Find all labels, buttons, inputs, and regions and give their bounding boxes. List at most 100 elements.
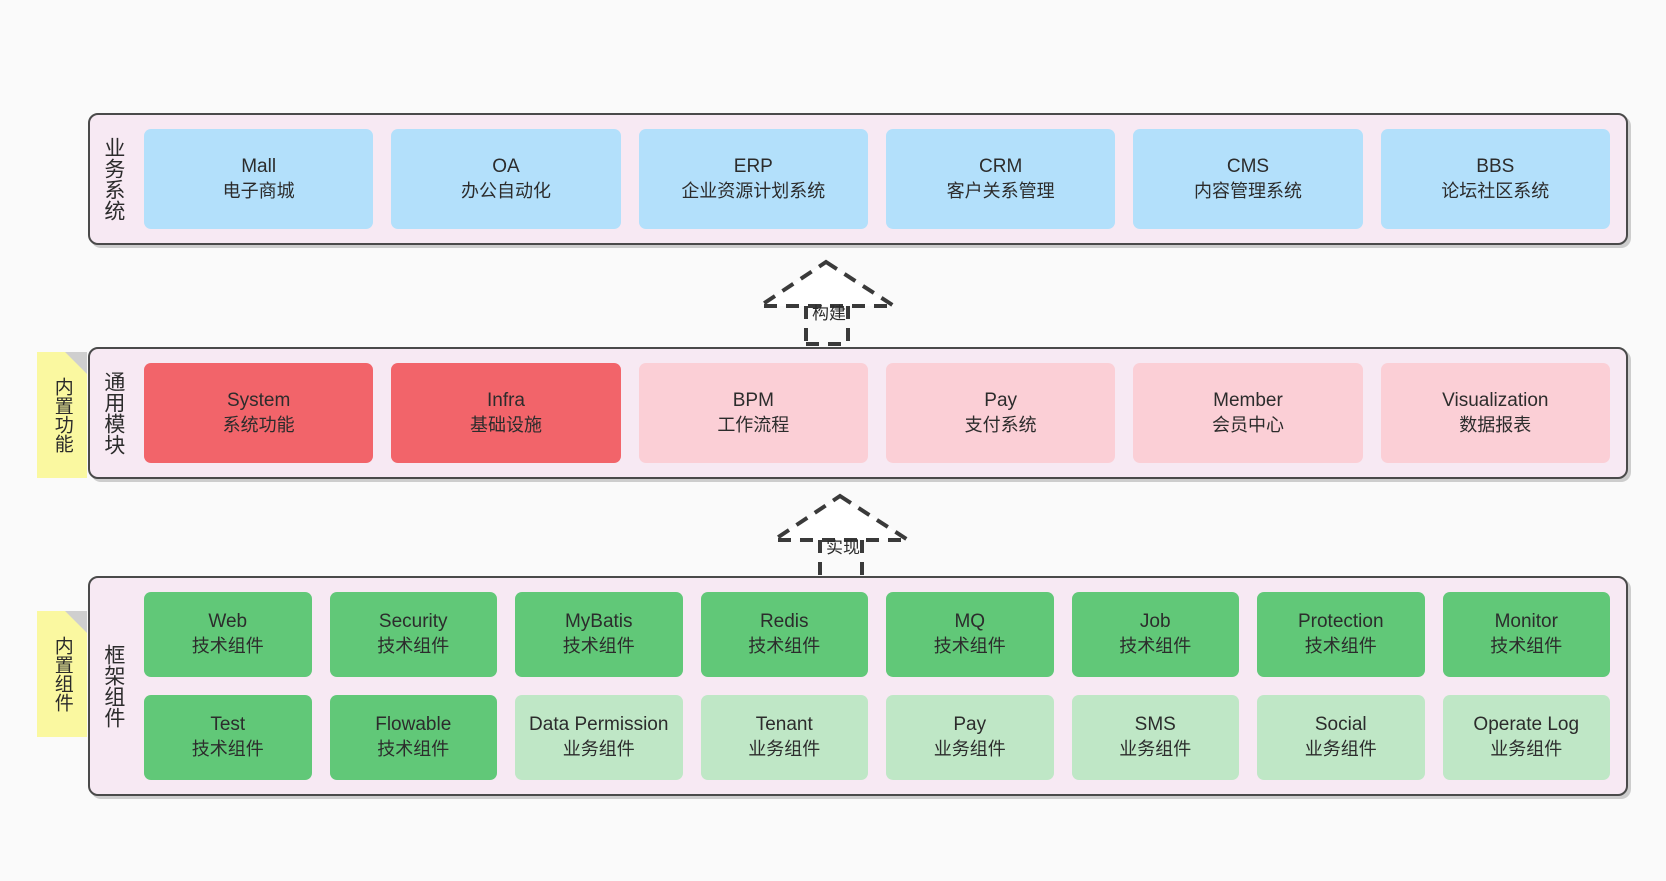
module-box-protection[interactable]: Protection 技术组件	[1257, 592, 1425, 677]
module-name: Operate Log	[1473, 714, 1580, 736]
layer-boxes-framework-components: Web 技术组件 Security 技术组件 MyBatis 技术组件 Redi…	[136, 578, 1626, 794]
module-box-sms[interactable]: SMS 业务组件	[1071, 695, 1239, 780]
module-name: OA	[492, 155, 520, 177]
box-row: Web 技术组件 Security 技术组件 MyBatis 技术组件 Redi…	[144, 592, 1610, 677]
box-row: Mall 电子商城 OA 办公自动化 ERP 企业资源计划系统 CRM 客户关系…	[144, 129, 1610, 229]
module-subtitle: 业务组件	[1119, 739, 1192, 760]
module-subtitle: 业务组件	[1490, 739, 1563, 760]
module-box-mall[interactable]: Mall 电子商城	[144, 129, 374, 229]
module-box-tenant[interactable]: Tenant 业务组件	[700, 695, 868, 780]
module-box-job[interactable]: Job 技术组件	[1071, 592, 1239, 677]
layer-title-framework-components: 框架组件	[101, 644, 125, 728]
module-subtitle: 业务组件	[748, 739, 821, 760]
module-subtitle: 技术组件	[1490, 636, 1563, 657]
layer-common-modules: 通用模块 System 系统功能 Infra 基础设施 BPM 工作流程 Pay…	[88, 347, 1628, 479]
module-box-monitor[interactable]: Monitor 技术组件	[1442, 592, 1610, 677]
module-box-infra[interactable]: Infra 基础设施	[391, 363, 621, 463]
module-subtitle: 技术组件	[1119, 636, 1192, 657]
module-subtitle: 技术组件	[377, 739, 450, 760]
module-subtitle: 技术组件	[191, 636, 264, 657]
module-name: Job	[1139, 611, 1171, 633]
module-name: Security	[378, 611, 448, 633]
module-box-bbs[interactable]: BBS 论坛社区系统	[1380, 129, 1610, 229]
module-name: CRM	[979, 155, 1023, 177]
note-text: 内置功能	[51, 377, 73, 453]
box-row: Test 技术组件 Flowable 技术组件 Data Permission …	[144, 695, 1610, 780]
module-subtitle: 系统功能	[222, 414, 295, 435]
module-subtitle: 业务组件	[933, 739, 1006, 760]
note-fold-corner-icon	[65, 352, 87, 374]
module-box-cms[interactable]: CMS 内容管理系统	[1133, 129, 1363, 229]
module-box-security[interactable]: Security 技术组件	[329, 592, 497, 677]
module-box-member[interactable]: Member 会员中心	[1133, 363, 1363, 463]
module-subtitle: 技术组件	[562, 636, 635, 657]
layer-framework-components: 框架组件 Web 技术组件 Security 技术组件 MyBatis 技术组件…	[88, 576, 1628, 796]
module-name: Pay	[984, 389, 1018, 411]
connector-build: 构建	[753, 258, 901, 346]
module-box-data-permission[interactable]: Data Permission 业务组件	[515, 695, 683, 780]
module-subtitle: 技术组件	[933, 636, 1006, 657]
module-box-visualization[interactable]: Visualization 数据报表	[1380, 363, 1610, 463]
module-subtitle: 技术组件	[377, 636, 450, 657]
module-name: Social	[1314, 714, 1367, 736]
module-name: ERP	[733, 155, 773, 177]
module-box-flowable[interactable]: Flowable 技术组件	[329, 695, 497, 780]
module-box-crm[interactable]: CRM 客户关系管理	[885, 129, 1116, 229]
module-subtitle: 内容管理系统	[1193, 180, 1302, 201]
connector-label-build: 构建	[812, 304, 846, 323]
module-box-pay-business[interactable]: Pay 业务组件	[886, 695, 1054, 780]
layer-boxes-business-systems: Mall 电子商城 OA 办公自动化 ERP 企业资源计划系统 CRM 客户关系…	[136, 115, 1626, 243]
module-subtitle: 数据报表	[1459, 414, 1532, 435]
module-box-system[interactable]: System 系统功能	[144, 363, 374, 463]
module-name: Web	[208, 611, 248, 633]
module-subtitle: 客户关系管理	[946, 180, 1055, 201]
module-box-redis[interactable]: Redis 技术组件	[700, 592, 868, 677]
module-subtitle: 论坛社区系统	[1441, 180, 1550, 201]
module-name: MQ	[954, 611, 986, 633]
module-subtitle: 技术组件	[191, 739, 264, 760]
connector-realize: 实现	[767, 492, 915, 580]
module-box-bpm[interactable]: BPM 工作流程	[638, 363, 868, 463]
module-subtitle: 支付系统	[964, 414, 1037, 435]
module-subtitle: 电子商城	[222, 180, 295, 201]
module-name: BBS	[1476, 155, 1515, 177]
layer-title-business-systems: 业务系统	[101, 137, 125, 221]
module-name: System	[226, 389, 291, 411]
module-box-social[interactable]: Social 业务组件	[1257, 695, 1425, 780]
module-box-operate-log[interactable]: Operate Log 业务组件	[1442, 695, 1610, 780]
module-box-mq[interactable]: MQ 技术组件	[886, 592, 1054, 677]
module-box-test[interactable]: Test 技术组件	[144, 695, 312, 780]
module-subtitle: 技术组件	[1304, 636, 1377, 657]
note-fold-corner-icon	[65, 611, 87, 633]
layer-business-systems: 业务系统 Mall 电子商城 OA 办公自动化 ERP 企业资源计划系统 CRM…	[88, 113, 1628, 245]
layer-title-common-modules: 通用模块	[101, 371, 125, 455]
module-name: Monitor	[1494, 611, 1558, 633]
module-box-oa[interactable]: OA 办公自动化	[391, 129, 621, 229]
module-name: Tenant	[755, 714, 813, 736]
module-name: MyBatis	[564, 611, 633, 633]
module-name: Mall	[241, 155, 277, 177]
module-subtitle: 业务组件	[1304, 739, 1377, 760]
module-subtitle: 业务组件	[562, 739, 635, 760]
module-subtitle: 会员中心	[1211, 414, 1284, 435]
module-box-mybatis[interactable]: MyBatis 技术组件	[515, 592, 683, 677]
module-name: Infra	[486, 389, 525, 411]
sticky-note-builtin-components: 内置组件	[37, 611, 87, 737]
module-name: Protection	[1297, 611, 1384, 633]
module-subtitle: 基础设施	[469, 414, 542, 435]
module-name: Test	[210, 714, 246, 736]
module-subtitle: 工作流程	[717, 414, 790, 435]
module-name: Pay	[953, 714, 987, 736]
module-name: Visualization	[1442, 389, 1549, 411]
note-text: 内置组件	[51, 636, 73, 712]
module-name: Flowable	[375, 714, 452, 736]
module-box-erp[interactable]: ERP 企业资源计划系统	[638, 129, 868, 229]
module-box-web[interactable]: Web 技术组件	[144, 592, 312, 677]
module-box-pay[interactable]: Pay 支付系统	[885, 363, 1116, 463]
sticky-note-builtin-features: 内置功能	[37, 352, 87, 478]
layer-boxes-common-modules: System 系统功能 Infra 基础设施 BPM 工作流程 Pay 支付系统…	[136, 349, 1626, 477]
module-name: Member	[1213, 389, 1283, 411]
box-row: System 系统功能 Infra 基础设施 BPM 工作流程 Pay 支付系统…	[144, 363, 1610, 463]
module-subtitle: 技术组件	[748, 636, 821, 657]
